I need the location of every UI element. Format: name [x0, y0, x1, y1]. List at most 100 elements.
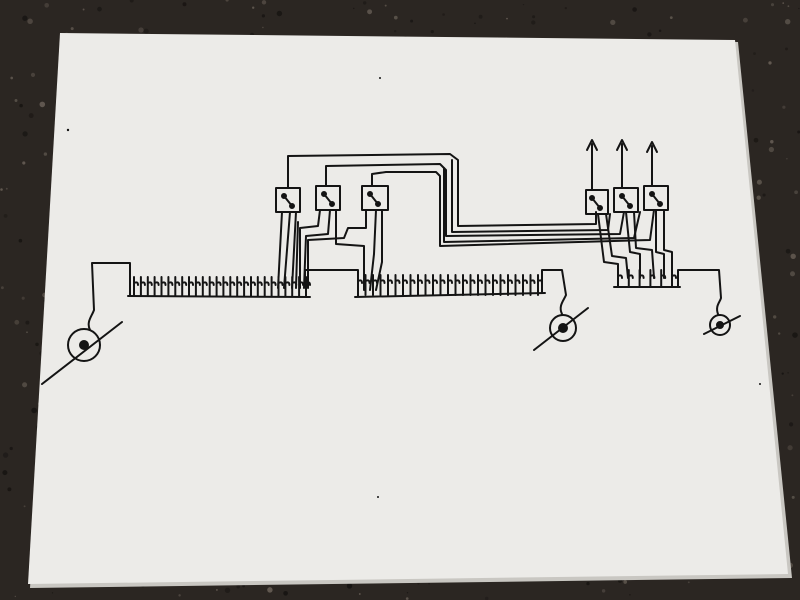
countertop-speckle: [753, 52, 756, 55]
countertop-speckle: [792, 332, 798, 338]
countertop-speckle: [647, 32, 652, 37]
track-contact: [537, 274, 543, 296]
countertop-speckle: [22, 15, 28, 21]
countertop-speckle: [35, 342, 39, 347]
countertop-speckle: [362, 1, 367, 5]
countertop-speckle: [393, 15, 398, 20]
countertop-speckle: [610, 19, 616, 26]
track-contact: [133, 276, 139, 297]
countertop-speckle: [0, 188, 3, 191]
track-contact: [270, 276, 277, 297]
track-contact: [454, 274, 461, 296]
paper-specks: [66, 77, 761, 498]
countertop-speckle: [770, 3, 775, 7]
countertop-speckle: [442, 13, 445, 16]
countertop-speckle: [0, 286, 4, 290]
track-contact: [484, 274, 491, 296]
track-contact: [188, 276, 194, 297]
countertop-speckle: [27, 18, 33, 25]
countertop-speckle: [182, 2, 187, 7]
countertop-speckle: [787, 372, 789, 374]
countertop-speckle: [21, 296, 25, 300]
countertop-speckle: [31, 407, 37, 414]
countertop-speckle: [28, 113, 34, 119]
track-contact: [236, 276, 243, 297]
countertop-speckle: [789, 271, 796, 277]
countertop-speckle: [778, 332, 781, 335]
countertop-speckle: [658, 29, 662, 33]
countertop-speckle: [797, 130, 800, 134]
countertop-speckle: [26, 331, 28, 334]
countertop-speckle: [358, 593, 361, 595]
countertop-speckle: [143, 28, 149, 34]
countertop-speckle: [225, 0, 229, 2]
countertop-speckle: [283, 590, 288, 596]
track-contact: [174, 276, 181, 297]
countertop-speckle: [601, 589, 606, 593]
countertop-speckle: [791, 495, 795, 499]
countertop-speckle: [770, 139, 774, 144]
countertop-speckle: [785, 248, 791, 254]
countertop-speckle: [742, 17, 748, 23]
countertop-speckle: [629, 593, 631, 596]
track-contact: [160, 276, 167, 297]
output-arrows: [586, 139, 658, 191]
track-contact: [417, 274, 423, 296]
track-contact: [256, 276, 263, 297]
countertop-speckle: [236, 585, 240, 589]
countertop-speckle: [7, 487, 12, 492]
countertop-speckle: [410, 19, 414, 23]
countertop-speckle: [261, 0, 267, 5]
countertop-speckle: [762, 193, 766, 197]
track-contact: [215, 276, 222, 297]
countertop-speckle: [18, 238, 23, 243]
countertop-speckle: [267, 587, 273, 593]
track-contact: [529, 274, 536, 296]
countertop-speckle: [2, 452, 9, 458]
track-contact: [432, 274, 438, 296]
track-contact: [364, 274, 371, 296]
hand-drawn-schematic: [41, 139, 741, 385]
track-contact: [439, 274, 446, 296]
right-relay-drop-wires: [597, 209, 673, 279]
countertop-speckle: [790, 253, 796, 259]
countertop-speckle: [781, 372, 784, 375]
middle-wheel: [533, 269, 589, 351]
countertop-speckle: [756, 195, 761, 200]
countertop-speckle: [276, 10, 283, 17]
countertop-speckle: [632, 7, 637, 12]
middle-contact-row: [357, 274, 543, 296]
countertop-speckle: [405, 597, 409, 600]
track-contact: [208, 276, 215, 297]
track-contact: [462, 274, 468, 296]
countertop-speckle: [82, 8, 85, 11]
countertop-speckle: [138, 27, 144, 33]
countertop-speckle: [43, 152, 48, 156]
track-contact: [507, 274, 513, 296]
track-contact: [146, 276, 153, 297]
countertop-speckle: [3, 214, 8, 218]
countertop-speckle: [39, 101, 46, 108]
right-wheel: [677, 269, 741, 336]
right-relay-bank: [585, 185, 669, 215]
countertop-speckle: [623, 580, 628, 584]
countertop-speckle: [532, 15, 536, 19]
track-contact: [469, 274, 476, 296]
countertop-speckle: [393, 29, 397, 33]
countertop-speckle: [261, 14, 265, 18]
countertop-speckle: [785, 47, 788, 51]
countertop-speckle: [44, 2, 50, 8]
countertop-speckle: [14, 319, 20, 325]
countertop-speckle: [782, 105, 786, 109]
countertop-speckle: [768, 61, 772, 65]
track-contact: [499, 274, 506, 296]
countertop-speckle: [786, 158, 788, 160]
countertop-speckle: [787, 5, 790, 8]
countertop-speckle: [22, 382, 28, 388]
countertop-speckle: [9, 446, 13, 451]
track-contact: [153, 276, 160, 297]
track-contact: [243, 276, 250, 297]
countertop-speckle: [586, 581, 590, 586]
countertop-speckle: [353, 7, 355, 10]
track-contact: [250, 276, 256, 297]
